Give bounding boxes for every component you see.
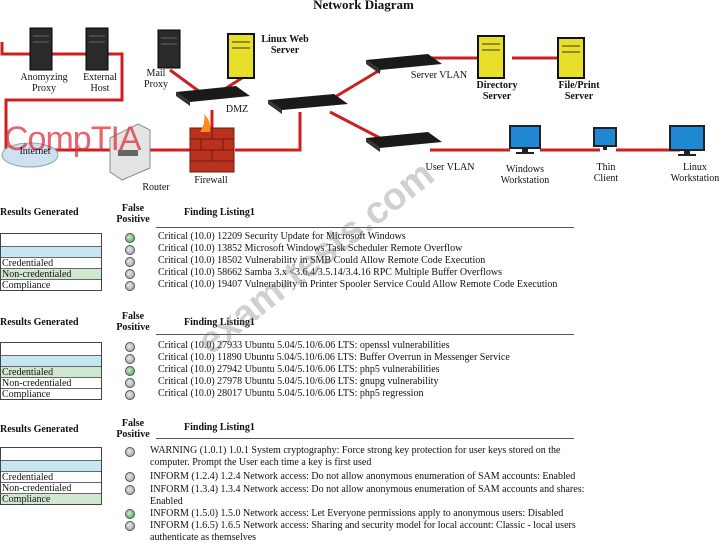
finding-item: INFORM (1.2.4) 1.2.4 Network access: Do … xyxy=(150,471,576,482)
label-firewall: Firewall xyxy=(194,175,228,186)
finding-item: WARNING (1.0.1) 1.0.1 System cryptograph… xyxy=(150,445,561,468)
finding-item: Critical (10.0) 13852 Microsoft Windows … xyxy=(158,243,463,254)
label-linux-web-server: Linux Web Server xyxy=(261,34,309,56)
comptia-watermark-logo: CompTIA xyxy=(4,120,142,158)
finding-item: Critical (10.0) 28017 Ubuntu 5.04/5.10/6… xyxy=(158,388,424,399)
label-directory-server: Directory Server xyxy=(476,80,518,102)
option-credentialed[interactable]: Credentialed xyxy=(1,257,101,269)
results-generated-heading: Results Generated xyxy=(0,317,79,328)
label-server-vlan: Server VLAN xyxy=(410,70,468,81)
external-host-tower xyxy=(85,27,109,71)
section-rule xyxy=(156,227,574,228)
false-positive-radio[interactable] xyxy=(125,509,135,519)
false-positive-radio[interactable] xyxy=(125,378,135,388)
user-vlan-switch xyxy=(366,132,442,152)
label-anonymizing-proxy: Anomyzing Proxy xyxy=(20,72,68,94)
directory-server-tower xyxy=(477,35,505,79)
false-positive-radio[interactable] xyxy=(125,257,135,267)
finding-item: Critical (10.0) 11890 Ubuntu 5.04/5.10/6… xyxy=(158,352,510,363)
finding-item: Critical (10.0) 27942 Ubuntu 5.04/5.10/6… xyxy=(158,364,440,375)
false-positive-radio[interactable] xyxy=(125,390,135,400)
network-diagram xyxy=(0,27,705,181)
mail-proxy-tower xyxy=(157,29,181,69)
label-linux-workstation: Linux Workstation xyxy=(670,162,720,184)
anonymizing-proxy-tower xyxy=(29,27,53,71)
selector-blank-row xyxy=(1,448,101,460)
selector-blank-row xyxy=(1,234,101,246)
file-print-server-tower xyxy=(557,37,585,79)
thin-client-monitor xyxy=(593,127,617,150)
results-generated-heading: Results Generated xyxy=(0,207,79,218)
finding-item: Critical (10.0) 58662 Samba 3.x <3.6.4/3… xyxy=(158,267,503,278)
option-non-credentialed[interactable]: Non-credentialed xyxy=(1,377,101,389)
finding-item: INFORM (1.6.5) 1.6.5 Network access: Sha… xyxy=(150,520,576,543)
scan-type-selector: Credentialed Non-credentialed Compliance xyxy=(0,447,102,505)
finding-item: Critical (10.0) 12209 Security Update fo… xyxy=(158,231,406,242)
option-compliance[interactable]: Compliance xyxy=(1,493,101,505)
false-positive-radio[interactable] xyxy=(125,366,135,376)
option-credentialed[interactable]: Credentialed xyxy=(1,366,101,378)
false-positive-radio[interactable] xyxy=(125,281,135,291)
option-non-credentialed[interactable]: Non-credentialed xyxy=(1,268,101,280)
label-windows-workstation: Windows Workstation xyxy=(500,164,550,186)
finding-listing-heading: Finding Listing1 xyxy=(184,422,255,433)
windows-workstation-monitor xyxy=(509,125,541,154)
section-rule xyxy=(156,334,574,335)
false-positive-heading: False Positive xyxy=(116,203,150,225)
false-positive-radio[interactable] xyxy=(125,245,135,255)
label-router: Router xyxy=(142,182,170,193)
scan-type-selector: Credentialed Non-credentialed Compliance xyxy=(0,342,102,400)
finding-listing-heading: Finding Listing1 xyxy=(184,207,255,218)
firewall-icon xyxy=(189,114,235,173)
selector-header-bar xyxy=(1,460,101,471)
false-positive-radio[interactable] xyxy=(125,233,135,243)
link-firewall-core xyxy=(235,112,302,152)
finding-item: Critical (10.0) 18502 Vulnerability in S… xyxy=(158,255,486,266)
false-positive-radio[interactable] xyxy=(125,472,135,482)
selector-header-bar xyxy=(1,246,101,257)
core-switch xyxy=(268,94,348,114)
false-positive-radio[interactable] xyxy=(125,447,135,457)
results-generated-heading: Results Generated xyxy=(0,424,79,435)
link-mail-dmz xyxy=(169,68,201,94)
false-positive-heading: False Positive xyxy=(116,311,150,333)
router-icon xyxy=(109,123,151,181)
linux-workstation-monitor xyxy=(669,125,705,156)
label-external-host: External Host xyxy=(83,72,117,94)
label-file-print-server: File/Print Server xyxy=(558,80,600,102)
link-core-uservlan xyxy=(329,110,381,140)
false-positive-radio[interactable] xyxy=(125,342,135,352)
linux-web-server-tower xyxy=(227,33,255,79)
false-positive-radio[interactable] xyxy=(125,485,135,495)
finding-listing-heading: Finding Listing1 xyxy=(184,317,255,328)
server-vlan-switch xyxy=(366,54,442,74)
option-compliance[interactable]: Compliance xyxy=(1,279,101,291)
false-positive-radio[interactable] xyxy=(125,521,135,531)
scan-type-selector: Credentialed Non-credentialed Compliance xyxy=(0,233,102,291)
false-positive-radio[interactable] xyxy=(125,269,135,279)
false-positive-heading: False Positive xyxy=(116,418,150,440)
label-thin-client: Thin Client xyxy=(593,162,619,184)
internet-cloud-icon xyxy=(1,142,59,168)
section-rule xyxy=(156,438,574,439)
finding-item: INFORM (1.3.4) 1.3.4 Network access: Do … xyxy=(150,484,585,507)
option-credentialed[interactable]: Credentialed xyxy=(1,471,101,483)
option-compliance[interactable]: Compliance xyxy=(1,388,101,400)
finding-item: Critical (10.0) 19407 Vulnerability in P… xyxy=(158,279,558,290)
selector-blank-row xyxy=(1,343,101,355)
finding-item: Critical (10.0) 27978 Ubuntu 5.04/5.10/6… xyxy=(158,376,439,387)
label-user-vlan: User VLAN xyxy=(425,162,475,173)
label-mail-proxy: Mail Proxy xyxy=(144,68,168,90)
label-internet: Internet xyxy=(19,146,51,157)
option-non-credentialed[interactable]: Non-credentialed xyxy=(1,482,101,494)
diagram-title: Network Diagram xyxy=(313,0,414,12)
false-positive-radio[interactable] xyxy=(125,354,135,364)
finding-item: INFORM (1.5.0) 1.5.0 Network access: Let… xyxy=(150,508,564,519)
link-core-servervlan xyxy=(329,68,381,102)
selector-header-bar xyxy=(1,355,101,366)
dmz-switch xyxy=(176,86,250,106)
label-dmz: DMZ xyxy=(225,104,249,115)
finding-item: Critical (10.0) 27933 Ubuntu 5.04/5.10/6… xyxy=(158,340,450,351)
